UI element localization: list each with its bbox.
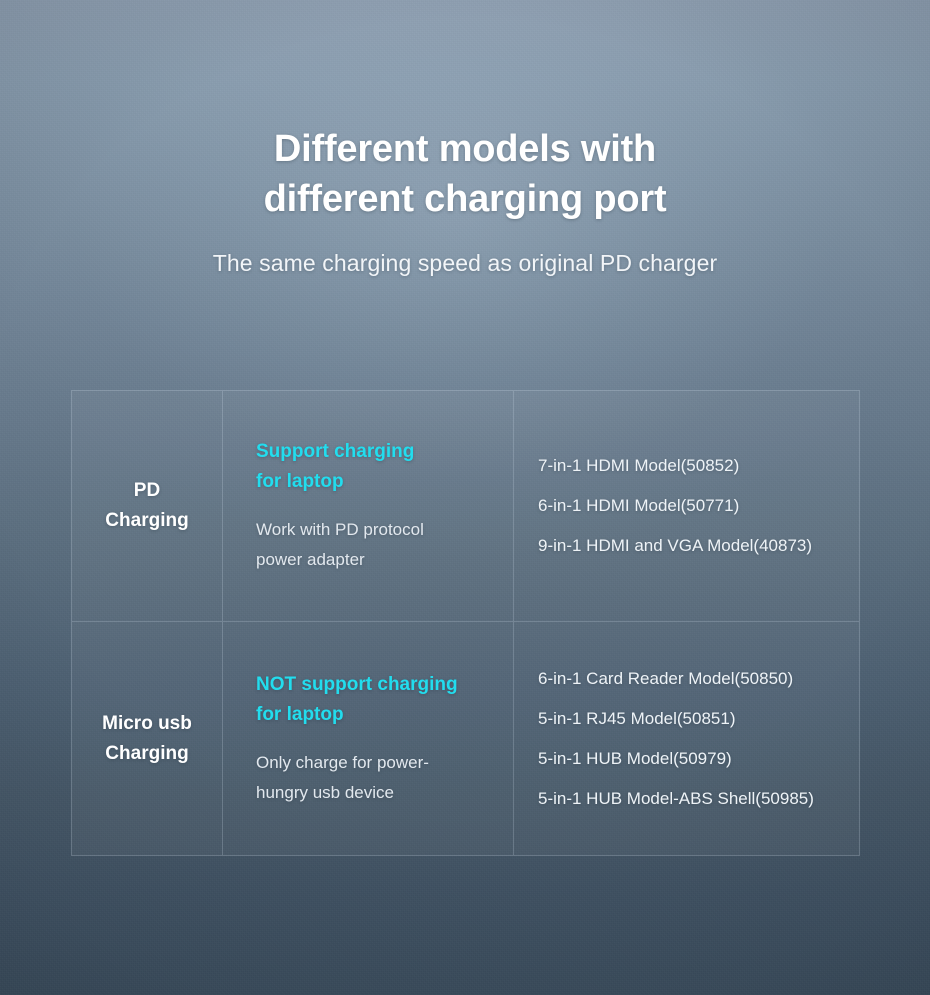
accent-text-line-1: Support charging	[256, 441, 415, 462]
row-models-pd-charging: 7-in-1 HDMI Model(50852) 6-in-1 HDMI Mod…	[514, 391, 859, 621]
model-item: 7-in-1 HDMI Model(50852)	[538, 456, 740, 475]
row-label-line-1: Micro usb	[102, 712, 192, 734]
note-text-line-2: power adapter	[256, 550, 365, 569]
row-label-pd-charging: PD Charging	[72, 391, 223, 621]
row-label-line-2: Charging	[105, 742, 189, 764]
row-label-line-2: Charging	[105, 510, 189, 531]
model-item: 9-in-1 HDMI and VGA Model(40873)	[538, 536, 813, 555]
row-description-micro-usb-charging: NOT support charging for laptop Only cha…	[223, 622, 514, 855]
accent-text-line-1: NOT support charging	[256, 673, 458, 695]
row-label-micro-usb-charging: Micro usb Charging	[72, 622, 223, 855]
comparison-table: PD Charging Support charging for laptop …	[71, 390, 860, 856]
page-title-line-2: different charging port	[263, 178, 667, 220]
page-title: Different models with different charging…	[0, 124, 930, 224]
model-item: 6-in-1 HDMI Model(50771)	[538, 496, 740, 515]
model-item: 6-in-1 Card Reader Model(50850)	[538, 668, 794, 688]
model-item: 5-in-1 HUB Model(50979)	[538, 748, 732, 768]
page-subtitle: The same charging speed as original PD c…	[212, 250, 718, 276]
note-text-line-1: Only charge for power-	[256, 752, 429, 772]
row-description-pd-charging: Support charging for laptop Work with PD…	[223, 391, 514, 621]
row-label-line-1: PD	[133, 480, 161, 501]
table-row: Micro usb Charging NOT support charging …	[72, 621, 859, 855]
note-text-line-2: hungry usb device	[256, 782, 394, 802]
row-models-micro-usb-charging: 6-in-1 Card Reader Model(50850) 5-in-1 R…	[514, 622, 859, 855]
note-text-line-1: Work with PD protocol	[256, 520, 424, 539]
page-title-line-1: Different models with	[273, 128, 657, 170]
model-item: 5-in-1 HUB Model-ABS Shell(50985)	[538, 788, 814, 808]
table-row: PD Charging Support charging for laptop …	[72, 391, 859, 621]
model-item: 5-in-1 RJ45 Model(50851)	[538, 708, 736, 728]
accent-text-line-2: for laptop	[256, 703, 344, 725]
accent-text-line-2: for laptop	[256, 471, 344, 492]
